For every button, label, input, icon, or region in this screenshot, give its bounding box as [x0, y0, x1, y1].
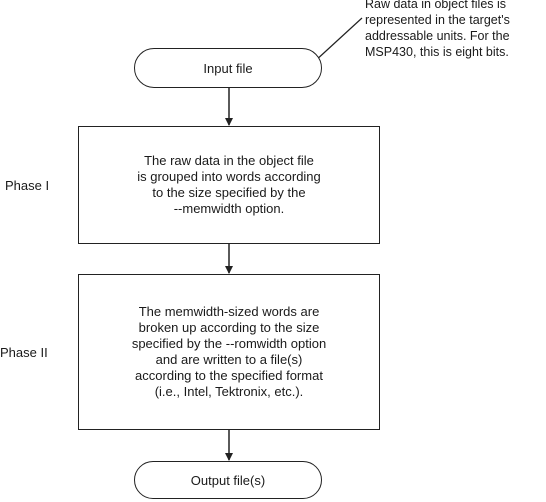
input-file-label: Input file	[203, 60, 253, 76]
note-text: Raw data in object files is represented …	[365, 0, 510, 59]
phase1-label: Phase I	[5, 178, 50, 193]
phase1-description: The raw data in the object file is group…	[137, 153, 321, 216]
output-file-label: Output file(s)	[190, 472, 266, 488]
phase2-description: The memwidth-sized words are broken up a…	[131, 304, 327, 399]
phase2-label: Phase II	[0, 345, 48, 360]
input-file-terminal: Input file	[134, 48, 322, 88]
phase1-process-box: The raw data in the object file is group…	[78, 126, 380, 244]
note-leader-line	[313, 17, 363, 63]
phase2-process-box: The memwidth-sized words are broken up a…	[78, 274, 380, 430]
output-file-terminal: Output file(s)	[134, 461, 322, 499]
